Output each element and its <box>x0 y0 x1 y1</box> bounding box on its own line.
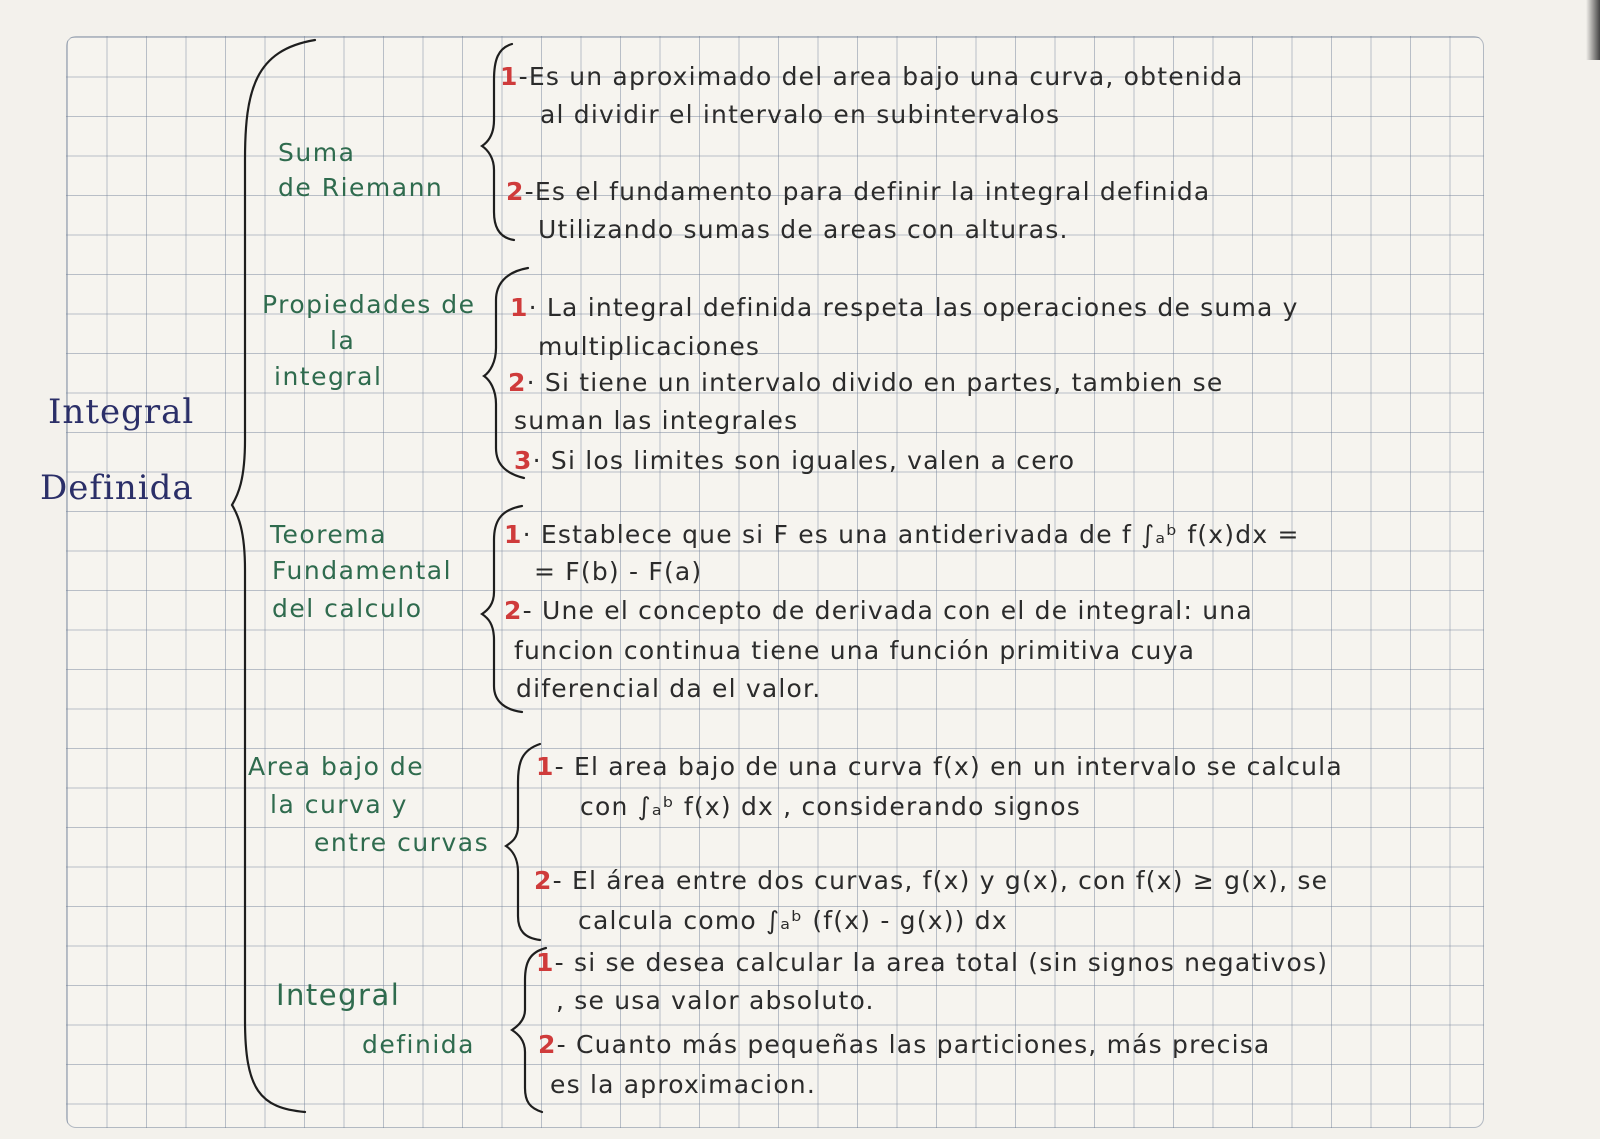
integral-item-1-line2: , se usa valor absoluto. <box>556 986 875 1015</box>
item-number: 2 <box>538 1030 557 1059</box>
prop-item-2-line2: suman las integrales <box>514 406 799 435</box>
section-propiedades-title-l1: Propiedades de <box>262 290 476 319</box>
item-number: 2 <box>504 596 523 625</box>
item-number: 2 <box>534 866 553 895</box>
area-item-1-line1: 1- El area bajo de una curva f(x) en un … <box>536 752 1343 781</box>
item-text: -Es el fundamento para definir la integr… <box>524 177 1211 206</box>
section-suma-title-l2: de Riemann <box>278 173 444 202</box>
item-number: 1 <box>510 293 529 322</box>
item-text: - El area bajo de una curva f(x) en un i… <box>554 752 1343 781</box>
main-title-line1: Integral <box>48 392 195 432</box>
area-item-2-line2: calcula como ∫ₐᵇ (f(x) - g(x)) dx <box>578 906 1008 935</box>
integral-brace <box>510 946 548 1114</box>
item-number: 2 <box>506 177 525 206</box>
teorema-item-2-line3: diferencial da el valor. <box>516 674 822 703</box>
item-number: 2 <box>508 368 527 397</box>
area-brace <box>504 742 542 942</box>
section-integral-title-l2: definida <box>362 1030 475 1059</box>
graph-paper-grid <box>66 36 1484 1128</box>
item-text: · Establece que si F es una antiderivada… <box>522 520 1300 549</box>
item-number: 1 <box>536 752 555 781</box>
item-text: · Si tiene un intervalo divido en partes… <box>526 368 1224 397</box>
suma-item-2-line2: Utilizando sumas de areas con alturas. <box>538 215 1069 244</box>
item-text: -Es un aproximado del area bajo una curv… <box>518 62 1244 91</box>
suma-item-2-line1: 2-Es el fundamento para definir la integ… <box>506 177 1210 206</box>
main-title-line2: Definida <box>40 468 194 508</box>
area-item-2-line1: 2- El área entre dos curvas, f(x) y g(x)… <box>534 866 1328 895</box>
prop-item-3-line1: 3· Si los limites son iguales, valen a c… <box>514 446 1075 475</box>
propiedades-brace <box>482 266 530 480</box>
section-propiedades-title-l3: integral <box>274 362 383 391</box>
integral-item-2-line1: 2- Cuanto más pequeñas las particiones, … <box>538 1030 1270 1059</box>
item-text: · Si los limites son iguales, valen a ce… <box>532 446 1076 475</box>
teorema-brace <box>480 504 524 714</box>
item-text: · La integral definida respeta las opera… <box>528 293 1299 322</box>
section-teorema-title-l2: Fundamental <box>272 556 453 585</box>
section-propiedades-title-l2: la <box>330 326 356 355</box>
item-text: - Une el concepto de derivada con el de … <box>522 596 1253 625</box>
suma-item-1-line2: al dividir el intervalo en subintervalos <box>540 100 1061 129</box>
section-area-title-l3: entre curvas <box>314 828 490 857</box>
suma-brace <box>480 42 516 242</box>
section-teorema-title-l1: Teorema <box>270 520 387 549</box>
item-number: 1 <box>536 948 555 977</box>
teorema-item-2-line1: 2- Une el concepto de derivada con el de… <box>504 596 1253 625</box>
section-area-title-l2: la curva y <box>270 790 408 819</box>
item-text: - si se desea calcular la area total (si… <box>554 948 1329 977</box>
prop-item-2-line1: 2· Si tiene un intervalo divido en parte… <box>508 368 1223 397</box>
page-edge-shadow <box>1586 0 1600 60</box>
area-item-1-line2: con ∫ₐᵇ f(x) dx , considerando signos <box>580 792 1081 821</box>
item-text: - El área entre dos curvas, f(x) y g(x),… <box>552 866 1329 895</box>
section-teorema-title-l3: del calculo <box>272 594 423 623</box>
section-suma-title-l1: Suma <box>278 138 356 167</box>
item-number: 1 <box>504 520 523 549</box>
item-number: 3 <box>514 446 533 475</box>
integral-item-1-line1: 1- si se desea calcular la area total (s… <box>536 948 1328 977</box>
section-area-title-l1: Area bajo de <box>248 752 425 781</box>
prop-item-1-line2: multiplicaciones <box>538 332 761 361</box>
section-integral-title-l1: Integral <box>276 978 401 1012</box>
item-text: - Cuanto más pequeñas las particiones, m… <box>556 1030 1271 1059</box>
item-number: 1 <box>500 62 519 91</box>
prop-item-1-line1: 1· La integral definida respeta las oper… <box>510 293 1299 322</box>
teorema-item-1-line1: 1· Establece que si F es una antiderivad… <box>504 520 1300 549</box>
teorema-item-2-line2: funcion continua tiene una función primi… <box>514 636 1196 665</box>
teorema-item-1-line2: = F(b) - F(a) <box>534 557 703 586</box>
main-brace <box>230 38 317 1114</box>
integral-item-2-line2: es la aproximacion. <box>550 1070 817 1099</box>
suma-item-1-line1: 1-Es un aproximado del area bajo una cur… <box>500 62 1244 91</box>
